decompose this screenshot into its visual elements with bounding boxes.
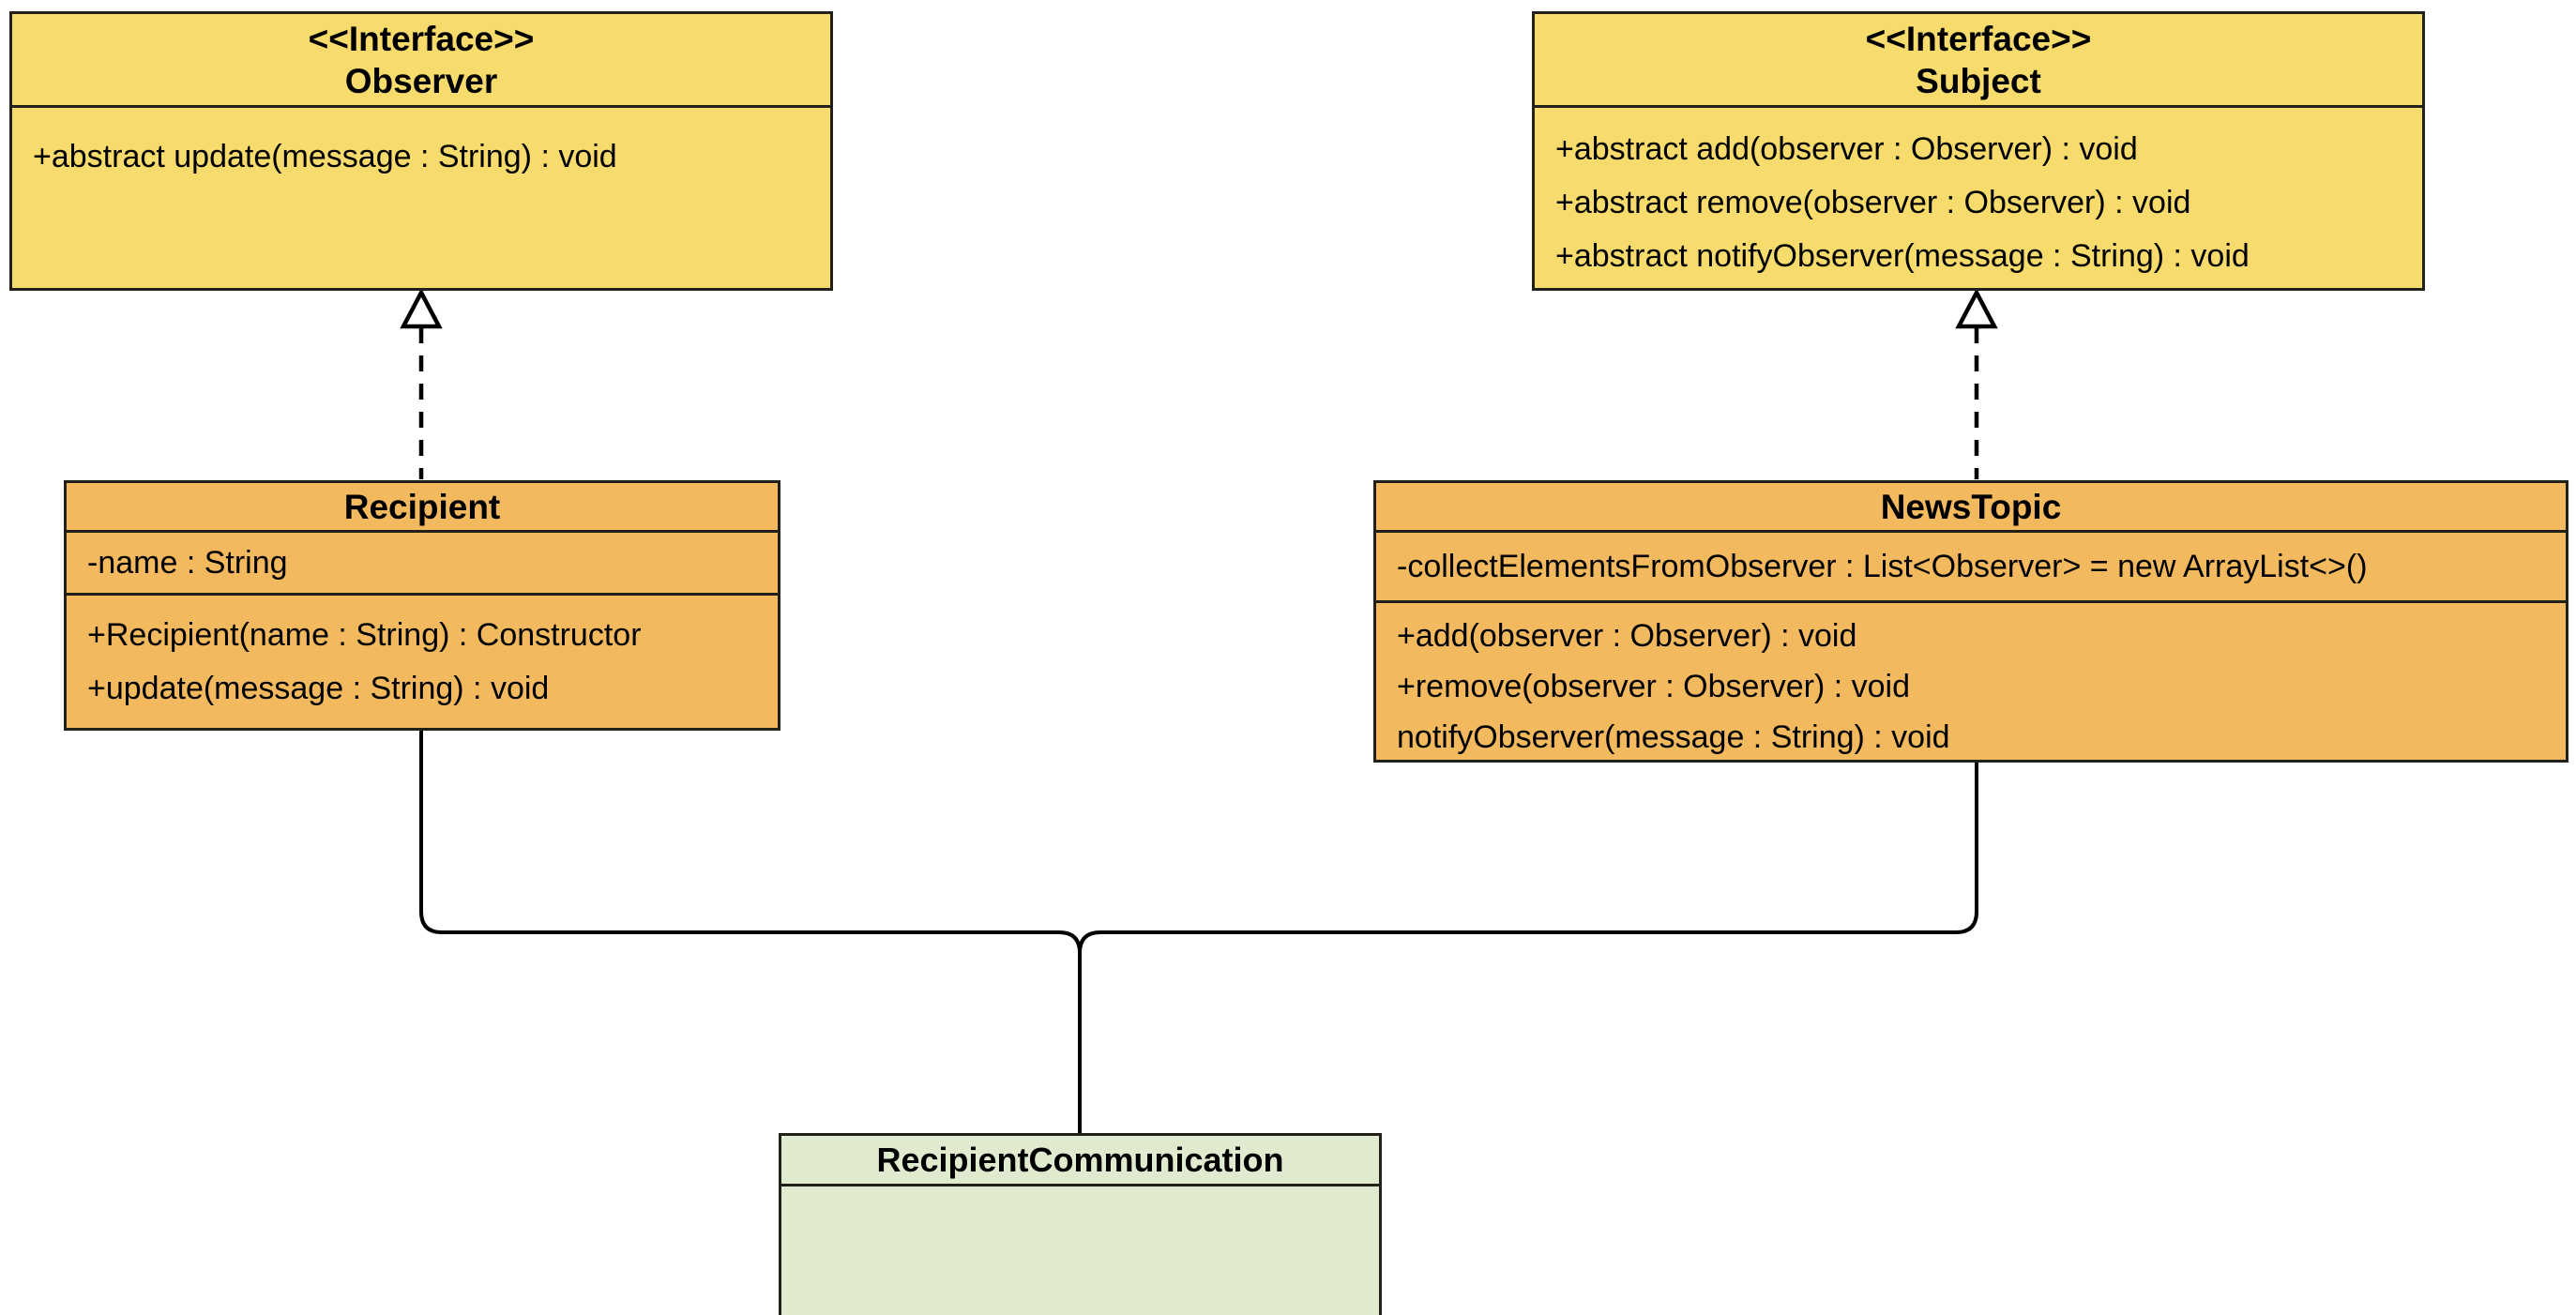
method: +Recipient(name : String) : Constructor: [87, 617, 642, 653]
observer-title-compartment: <<Interface>> Observer: [12, 14, 830, 108]
observer-class-name: Observer: [344, 61, 498, 100]
subject-title-compartment: <<Interface>> Subject: [1535, 14, 2422, 108]
method: +update(message : String) : void: [87, 671, 550, 706]
subject-stereotype: <<Interface>>: [1865, 19, 2092, 58]
hollow-triangle-arrowhead: [1955, 288, 1998, 329]
realization-newstopic-subject[interactable]: [1955, 288, 1998, 479]
association-recipient-communication[interactable]: [419, 731, 1082, 1133]
recipient-methods-compartment: +Recipient(name : String) : Constructor …: [67, 596, 778, 728]
class-box-newstopic[interactable]: NewsTopic -collectElementsFromObserver :…: [1373, 480, 2568, 763]
class-box-observer[interactable]: <<Interface>> Observer +abstract update(…: [9, 11, 833, 291]
class-box-recipient-communication[interactable]: RecipientCommunication: [779, 1133, 1382, 1315]
recipient-class-name: Recipient: [343, 487, 501, 526]
recipient-attributes-compartment: -name : String: [67, 533, 778, 596]
newstopic-title-compartment: NewsTopic: [1376, 483, 2566, 533]
method: +abstract notifyObserver(message : Strin…: [1555, 238, 2250, 274]
observer-methods-compartment: +abstract update(message : String) : voi…: [12, 108, 830, 288]
subject-class-name: Subject: [1916, 61, 2041, 100]
method: +remove(observer : Observer) : void: [1397, 669, 1911, 704]
method: notifyObserver(message : String) : void: [1397, 719, 1950, 755]
method: +abstract update(message : String) : voi…: [33, 139, 617, 174]
hollow-triangle-arrowhead: [400, 288, 443, 329]
communication-body-compartment: [781, 1187, 1379, 1315]
method: +abstract remove(observer : Observer) : …: [1555, 185, 2191, 220]
method: +add(observer : Observer) : void: [1397, 618, 1857, 654]
recipient-title-compartment: Recipient: [67, 483, 778, 533]
realization-recipient-observer[interactable]: [400, 288, 443, 479]
class-box-recipient[interactable]: Recipient -name : String +Recipient(name…: [64, 480, 780, 731]
attribute: -collectElementsFromObserver : List<Obse…: [1397, 548, 2368, 584]
newstopic-attributes-compartment: -collectElementsFromObserver : List<Obse…: [1376, 533, 2566, 603]
newstopic-class-name: NewsTopic: [1880, 487, 2062, 526]
communication-class-name: RecipientCommunication: [876, 1141, 1284, 1179]
communication-title-compartment: RecipientCommunication: [781, 1136, 1379, 1187]
observer-stereotype: <<Interface>>: [308, 19, 535, 58]
association-newstopic-communication[interactable]: [1078, 763, 1978, 1133]
class-box-subject[interactable]: <<Interface>> Subject +abstract add(obse…: [1532, 11, 2425, 291]
method: +abstract add(observer : Observer) : voi…: [1555, 131, 2138, 167]
attribute: -name : String: [87, 544, 288, 581]
subject-methods-compartment: +abstract add(observer : Observer) : voi…: [1535, 108, 2422, 288]
newstopic-methods-compartment: +add(observer : Observer) : void +remove…: [1376, 603, 2566, 760]
